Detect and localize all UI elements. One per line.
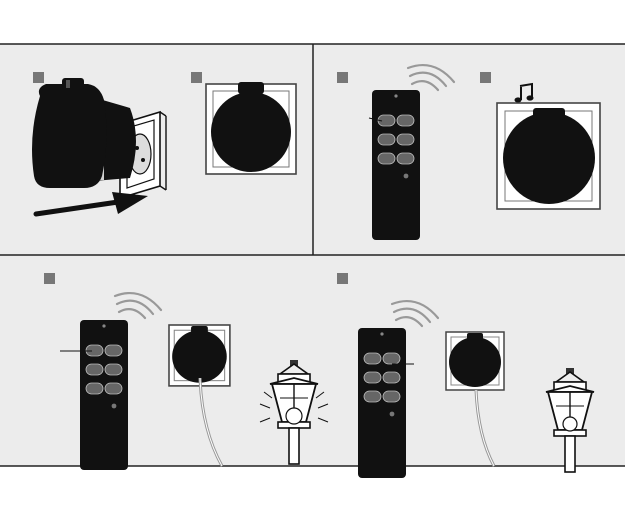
socket-adapter-front <box>169 325 230 386</box>
socket-adapter-front <box>206 82 296 174</box>
socket-adapter-front <box>497 103 600 209</box>
step-marker <box>191 72 202 83</box>
remote-control <box>358 328 406 478</box>
step-marker <box>44 273 55 284</box>
step-marker <box>337 273 348 284</box>
remote-control <box>372 90 420 240</box>
socket-adapter-front <box>446 332 504 390</box>
panel-socket-front <box>191 72 296 174</box>
step-marker <box>337 72 348 83</box>
remote-control <box>80 320 128 470</box>
step-marker <box>33 72 44 83</box>
step-marker <box>480 72 491 83</box>
